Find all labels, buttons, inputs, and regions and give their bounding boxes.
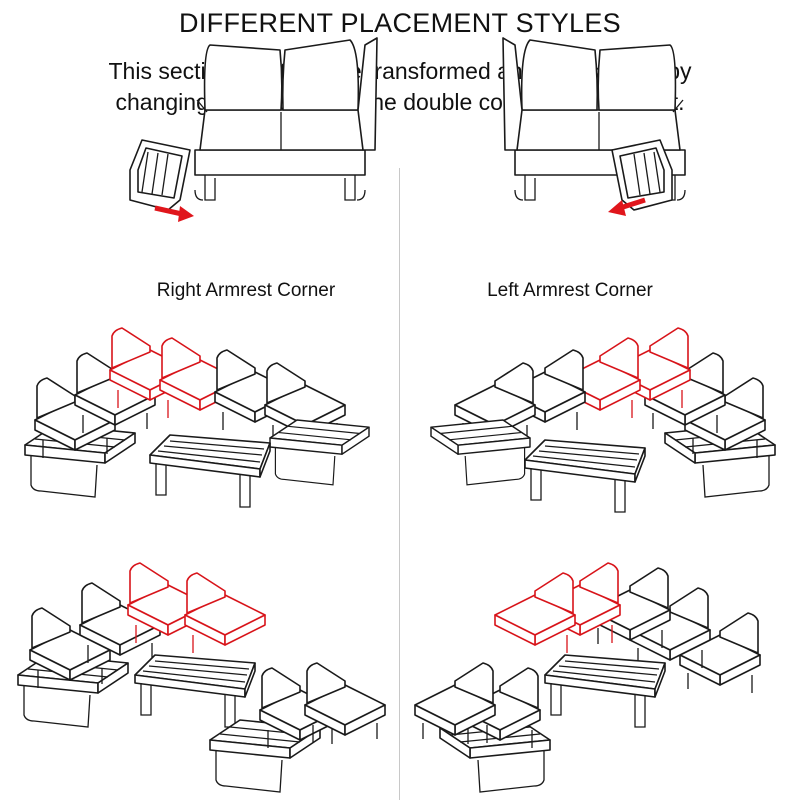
right-armrest-corner-illustration	[129, 37, 378, 222]
left-armrest-corner-illustration	[502, 37, 686, 216]
sectional-layout-bottom-left	[17, 562, 386, 793]
caption-left-armrest-corner: Left Armrest Corner	[487, 280, 653, 301]
sectional-layout-bottom-right	[414, 562, 761, 793]
center-divider	[399, 168, 400, 800]
arrow-icon	[154, 205, 194, 222]
caption-right-armrest-corner: Right Armrest Corner	[156, 280, 336, 301]
arrow-icon	[608, 197, 646, 216]
sectional-layout-middle-left	[24, 327, 370, 508]
page-title: DIFFERENT PLACEMENT STYLES	[179, 8, 621, 38]
sectional-layout-middle-right	[430, 327, 776, 513]
